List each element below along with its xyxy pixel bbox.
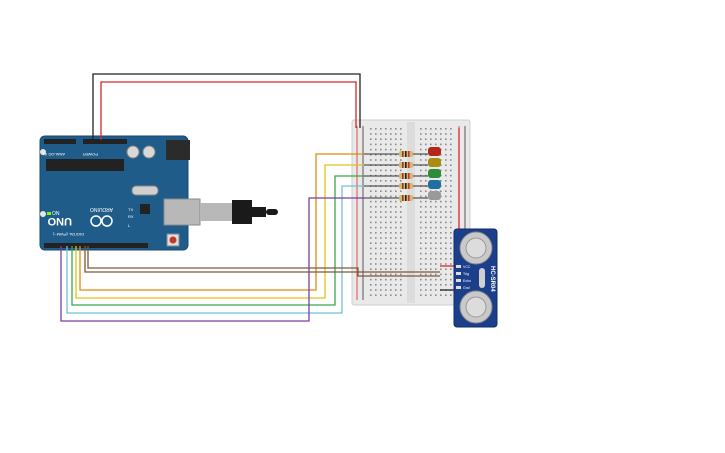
wire-ground	[92, 73, 361, 140]
sensor-pin-trig: Trig	[463, 272, 469, 276]
wire-purple	[60, 197, 364, 322]
breadboard-holes	[370, 128, 452, 296]
power-header	[83, 139, 127, 144]
arduino-brand-label: ARDUINO	[90, 206, 113, 212]
usb-chip	[140, 204, 150, 214]
sensor-pin-gnd: Gnd	[463, 286, 470, 290]
tx-label: TX	[128, 207, 133, 212]
breadboard[interactable]	[351, 119, 471, 306]
capacitor-1	[126, 145, 140, 159]
atmega-chip	[46, 159, 124, 171]
leds[interactable]	[420, 147, 441, 200]
analog-label: ANALOG IN	[43, 152, 65, 157]
digital-label: DIGITAL (PWM~)	[52, 232, 84, 237]
mounting-hole	[40, 149, 46, 155]
sensor-model-label: HC-SR04	[489, 266, 495, 292]
resistor-1[interactable]	[364, 151, 420, 157]
on-led	[47, 212, 51, 215]
sensor-pins[interactable]	[456, 265, 461, 289]
resistor-4[interactable]	[364, 183, 420, 189]
led-white[interactable]	[420, 191, 441, 200]
resistors[interactable]	[364, 151, 420, 201]
wire-yellow	[75, 164, 364, 299]
digital-header	[44, 243, 148, 248]
wire-brown	[84, 246, 440, 273]
wire-cyan	[66, 185, 364, 314]
wire-power	[100, 81, 357, 140]
transducer-top	[459, 231, 493, 265]
on-label: ON	[52, 211, 60, 217]
reset-button-cap	[169, 236, 177, 244]
wire-green	[71, 175, 364, 306]
arduino-logo-icon	[90, 215, 113, 227]
mounting-hole	[40, 211, 46, 217]
sensor-pin-echo: Echo	[463, 279, 471, 283]
sensor-crystal	[479, 268, 485, 288]
led-green[interactable]	[420, 169, 441, 178]
transducer-bottom	[459, 290, 493, 324]
wire-orange	[79, 153, 364, 291]
uno-label: UNO	[47, 215, 72, 227]
crystal-oscillator	[131, 185, 159, 196]
wires[interactable]	[60, 73, 460, 322]
rx-label: RX	[128, 214, 134, 219]
resistor-5[interactable]	[364, 195, 420, 201]
l-label: L	[128, 223, 131, 228]
led-red[interactable]	[420, 147, 441, 156]
usb-cable[interactable]	[200, 200, 278, 224]
power-label: POWER	[83, 152, 98, 157]
arduino-uno-board[interactable]: UNO ARDUINO POWER ANALOG IN DIGITAL (PWM…	[39, 135, 201, 251]
led-yellow[interactable]	[420, 158, 441, 167]
usb-port	[163, 198, 201, 226]
led-blue[interactable]	[420, 180, 441, 189]
resistor-3[interactable]	[364, 173, 420, 179]
sensor-pin-vcc: VCC	[463, 265, 471, 269]
resistor-2[interactable]	[364, 162, 420, 168]
ultrasonic-sensor[interactable]: HC-SR04 VCC Trig Echo Gnd	[453, 228, 498, 328]
capacitor-2	[142, 145, 156, 159]
wire-brown-2	[87, 246, 440, 277]
analog-header-top	[44, 139, 76, 144]
dc-power-jack	[166, 140, 190, 160]
